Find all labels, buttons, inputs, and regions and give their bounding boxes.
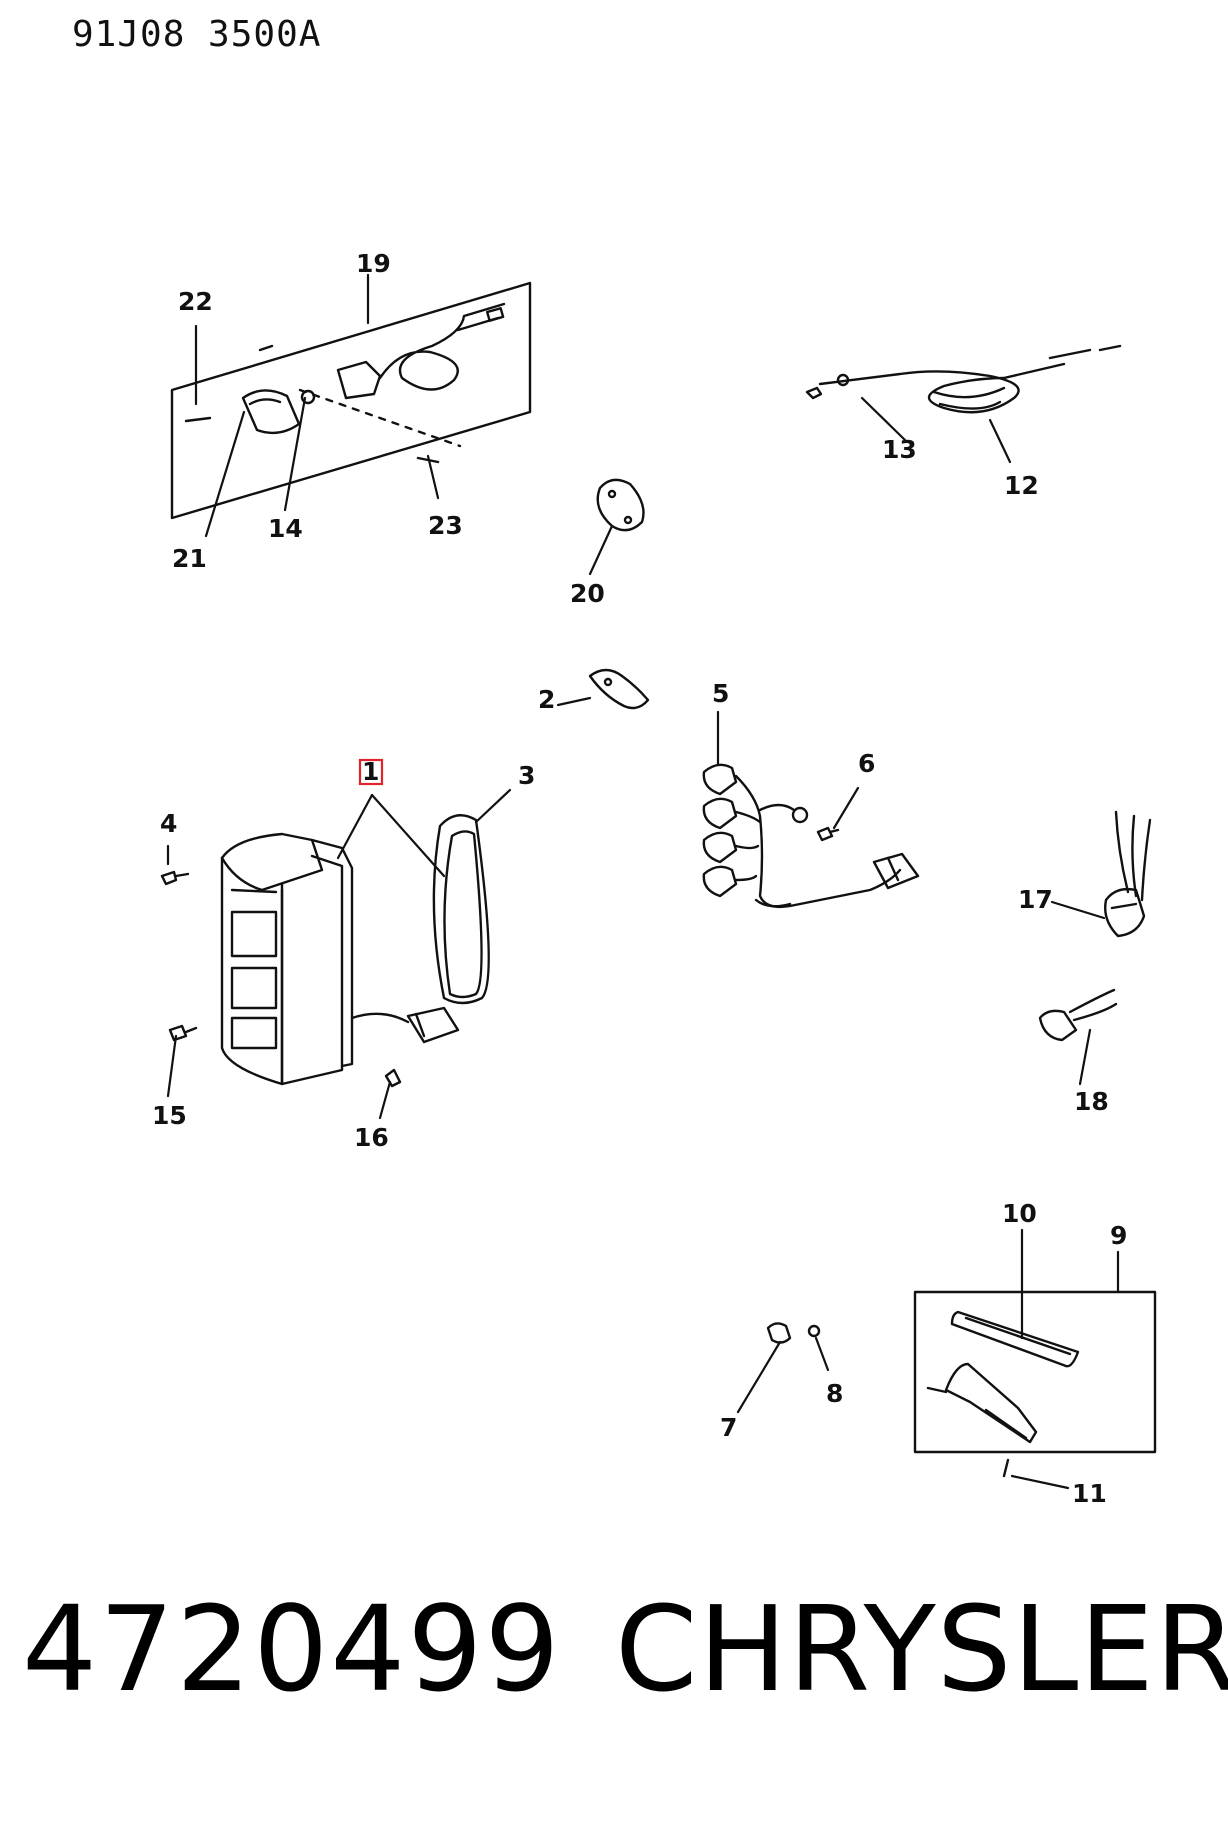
socket-harness-part-5 — [702, 763, 920, 909]
diagram-code: 91J08 3500A — [72, 14, 322, 55]
callout-19: 19 — [356, 249, 391, 278]
socket-part — [336, 360, 382, 400]
part-number: 4720499 — [22, 1580, 562, 1718]
screw-part-15 — [168, 1024, 198, 1042]
bulb-part-14 — [300, 389, 316, 405]
callout-5: 5 — [712, 679, 729, 708]
leader-lines — [166, 273, 1120, 1490]
nut-part-16 — [384, 1068, 402, 1088]
callout-20: 20 — [570, 579, 605, 608]
screw-part-22 — [184, 416, 212, 423]
callout-9: 9 — [1110, 1221, 1127, 1250]
lamp-box-part-9 — [913, 1290, 1157, 1454]
gasket-part-20 — [596, 478, 645, 532]
callout-18: 18 — [1074, 1087, 1109, 1116]
callout-17: 17 — [1018, 885, 1053, 914]
bulb-part-6 — [816, 826, 840, 842]
lens-gasket-part-3 — [432, 814, 490, 1005]
clip-part-11 — [1002, 1458, 1010, 1478]
callout-labels: 19 22 21 14 23 20 13 12 2 5 1 3 6 4 17 1… — [152, 249, 1127, 1508]
footer: 4720499 CHRYSLER — [0, 1590, 1228, 1750]
socket-part-17 — [1104, 810, 1152, 938]
callout-1: 1 — [362, 757, 379, 786]
callout-2: 2 — [538, 685, 555, 714]
screw-part-8 — [807, 1324, 821, 1338]
gasket-part-2 — [588, 668, 650, 710]
callout-4: 4 — [160, 809, 177, 838]
callout-7: 7 — [720, 1413, 737, 1442]
terminal-part-13 — [805, 386, 823, 400]
screw-part-4 — [160, 870, 190, 886]
callout-3: 3 — [518, 761, 535, 790]
callout-12: 12 — [1004, 471, 1039, 500]
socket-part-18 — [1038, 988, 1118, 1042]
highlight-box — [358, 758, 384, 786]
callout-16: 16 — [354, 1123, 389, 1152]
callout-6: 6 — [858, 749, 875, 778]
callout-15: 15 — [152, 1101, 187, 1130]
callout-11: 11 — [1072, 1479, 1107, 1508]
tail-lamp-assembly-part-1 — [220, 832, 460, 1086]
grommet-part-7 — [766, 1322, 792, 1344]
lens-part-10 — [950, 1310, 1080, 1368]
license-lamp-panel — [170, 281, 532, 520]
callout-14: 14 — [268, 514, 303, 543]
wire-harness-part-12 — [805, 344, 1122, 414]
brand-name: CHRYSLER — [615, 1580, 1228, 1718]
callout-21: 21 — [172, 544, 207, 573]
lamp-lens-part-21 — [241, 389, 301, 435]
callout-10: 10 — [1002, 1199, 1037, 1228]
callout-8: 8 — [826, 1379, 843, 1408]
callout-22: 22 — [178, 287, 213, 316]
callout-13: 13 — [882, 435, 917, 464]
callout-23: 23 — [428, 511, 463, 540]
